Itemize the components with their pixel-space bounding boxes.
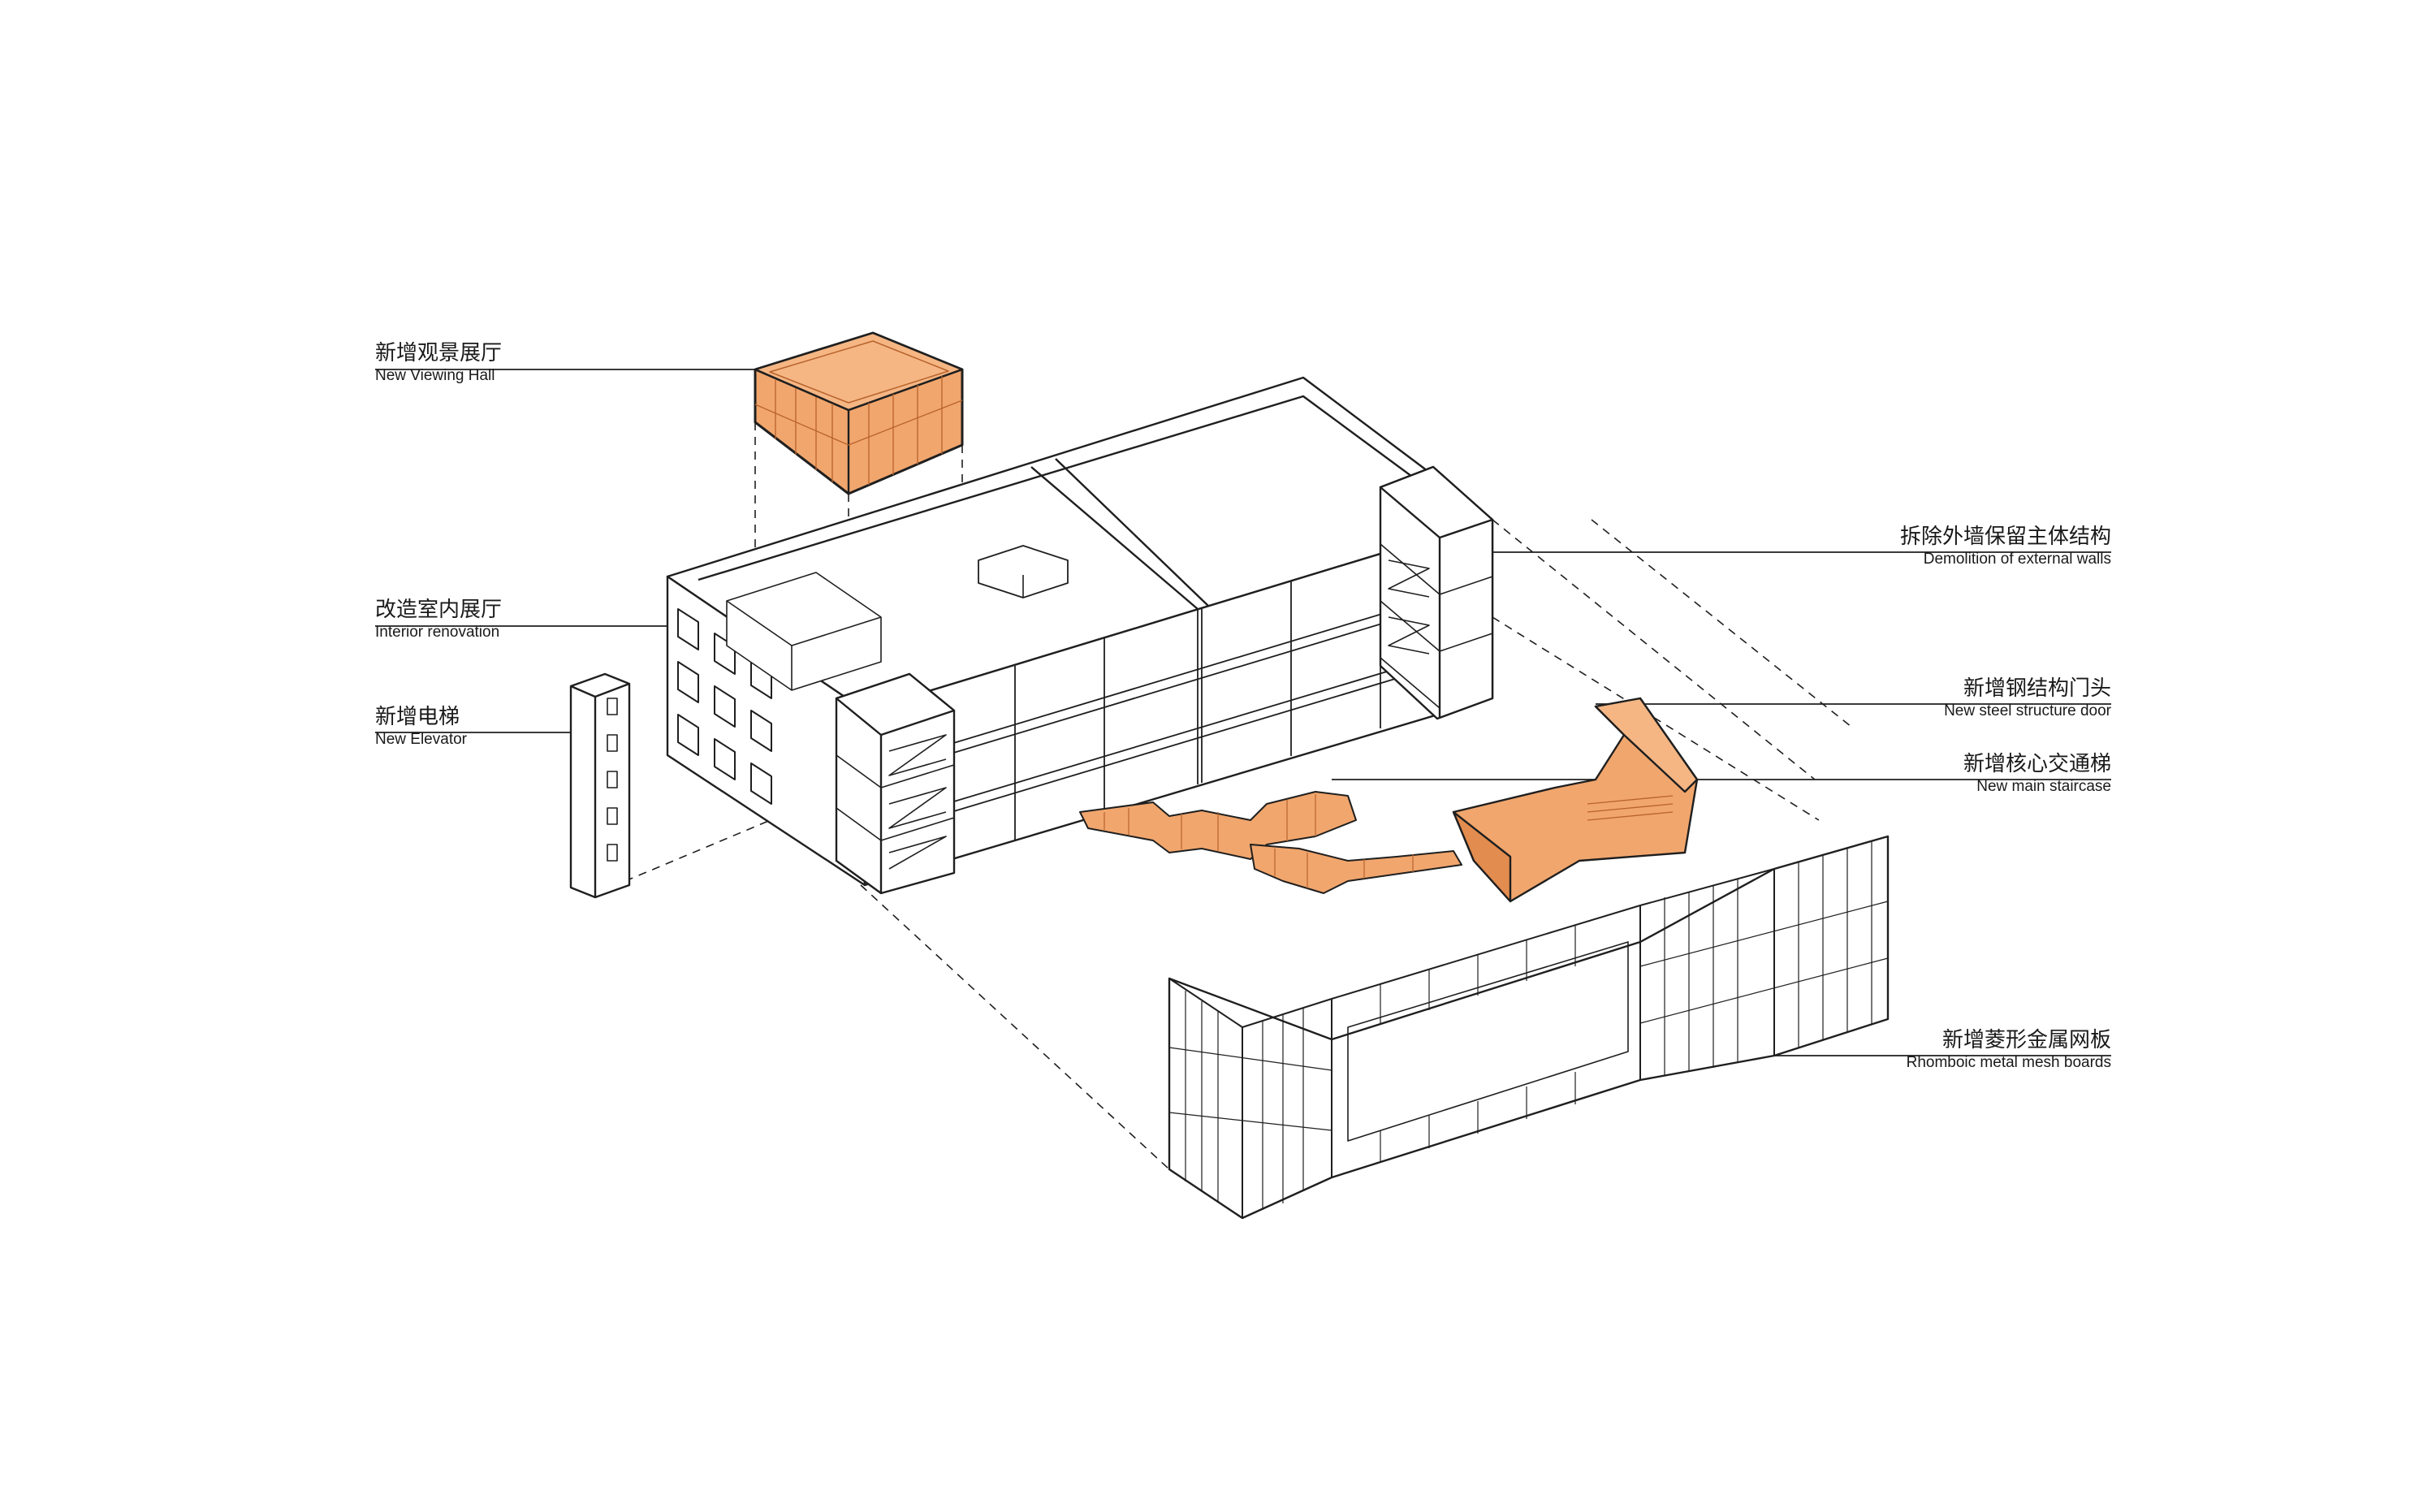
- label-staircase: 新增核心交通梯 New main staircase: [1963, 752, 2111, 797]
- elevator-shaft: [569, 672, 631, 899]
- label-elevator-zh: 新增电梯: [375, 705, 460, 729]
- main-staircase: [1079, 791, 1462, 894]
- label-mesh: 新增菱形金属网板 Rhomboic metal mesh boards: [1907, 1028, 2111, 1074]
- steel-door: [1452, 697, 1699, 903]
- label-staircase-en: New main staircase: [1976, 778, 2111, 795]
- main-building: [666, 376, 1494, 895]
- viewing-hall-box: [754, 331, 964, 495]
- label-steel-door: 新增钢结构门头 New steel structure door: [1944, 676, 2111, 722]
- label-mesh-zh: 新增菱形金属网板: [1941, 1028, 2111, 1052]
- label-viewing-hall-zh: 新增观景展厅: [375, 341, 503, 365]
- label-interior-en: Interior renovation: [375, 624, 500, 641]
- label-elevator: 新增电梯 New Elevator: [375, 705, 467, 750]
- label-staircase-zh: 新增核心交通梯: [1963, 752, 2111, 776]
- label-viewing-hall-en: New Viewing Hall: [375, 367, 495, 384]
- label-demolition-zh: 拆除外墙保留主体结构: [1899, 525, 2111, 549]
- label-elevator-en: New Elevator: [375, 731, 467, 748]
- label-demolition: 拆除外墙保留主体结构 Demolition of external walls: [1900, 525, 2111, 570]
- label-steel-door-en: New steel structure door: [1944, 702, 2111, 719]
- mesh-screen: [1168, 835, 1890, 1220]
- label-mesh-en: Rhomboic metal mesh boards: [1906, 1054, 2111, 1071]
- label-interior: 改造室内展厅 Interior renovation: [375, 598, 502, 643]
- label-interior-zh: 改造室内展厅: [375, 598, 503, 622]
- label-viewing-hall: 新增观景展厅 New Viewing Hall: [375, 341, 502, 387]
- label-steel-door-zh: 新增钢结构门头: [1963, 676, 2111, 701]
- label-demolition-en: Demolition of external walls: [1923, 551, 2111, 568]
